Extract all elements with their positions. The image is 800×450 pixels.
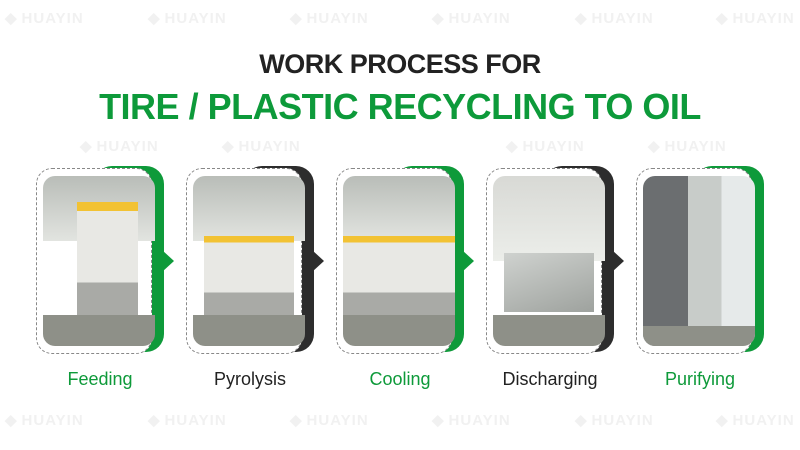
watermark: HUAYIN [575, 412, 654, 430]
pyrolysis-photo [193, 176, 305, 346]
watermark: HUAYIN [290, 10, 369, 28]
step-label: Pyrolysis [213, 369, 286, 389]
watermark: HUAYIN [506, 138, 585, 156]
arrow-right-icon [162, 250, 174, 272]
purifying-photo [643, 176, 755, 346]
step-label: Discharging [502, 369, 598, 389]
watermark: HUAYIN [148, 412, 227, 430]
cooling-photo [343, 176, 455, 346]
discharging-photo [493, 176, 605, 346]
title-line-2: TIRE / PLASTIC RECYCLING TO OIL [99, 86, 701, 127]
step-label: Feeding [67, 369, 133, 389]
step-label: Purifying [664, 369, 736, 389]
step-pyrolysis: Pyrolysis [186, 166, 326, 396]
step-label: Cooling [369, 369, 431, 389]
watermark: HUAYIN [5, 412, 84, 430]
watermark: HUAYIN [148, 10, 227, 28]
watermark: HUAYIN [575, 10, 654, 28]
title-line-1: WORK PROCESS FOR [259, 49, 541, 79]
watermark: HUAYIN [432, 412, 511, 430]
watermark: HUAYIN [5, 10, 84, 28]
step-discharging: Discharging [486, 166, 626, 396]
watermark: HUAYIN [716, 412, 795, 430]
step-purifying: Purifying [636, 166, 776, 396]
watermark: HUAYIN [222, 138, 301, 156]
step-feeding: Feeding [36, 166, 176, 396]
watermark: HUAYIN [432, 10, 511, 28]
arrow-right-icon [612, 250, 624, 272]
step-cooling: Cooling [336, 166, 476, 396]
watermark: HUAYIN [80, 138, 159, 156]
feeding-photo [43, 176, 155, 346]
watermark: HUAYIN [648, 138, 727, 156]
watermark: HUAYIN [716, 10, 795, 28]
watermark: HUAYIN [290, 412, 369, 430]
arrow-right-icon [312, 250, 324, 272]
arrow-right-icon [462, 250, 474, 272]
